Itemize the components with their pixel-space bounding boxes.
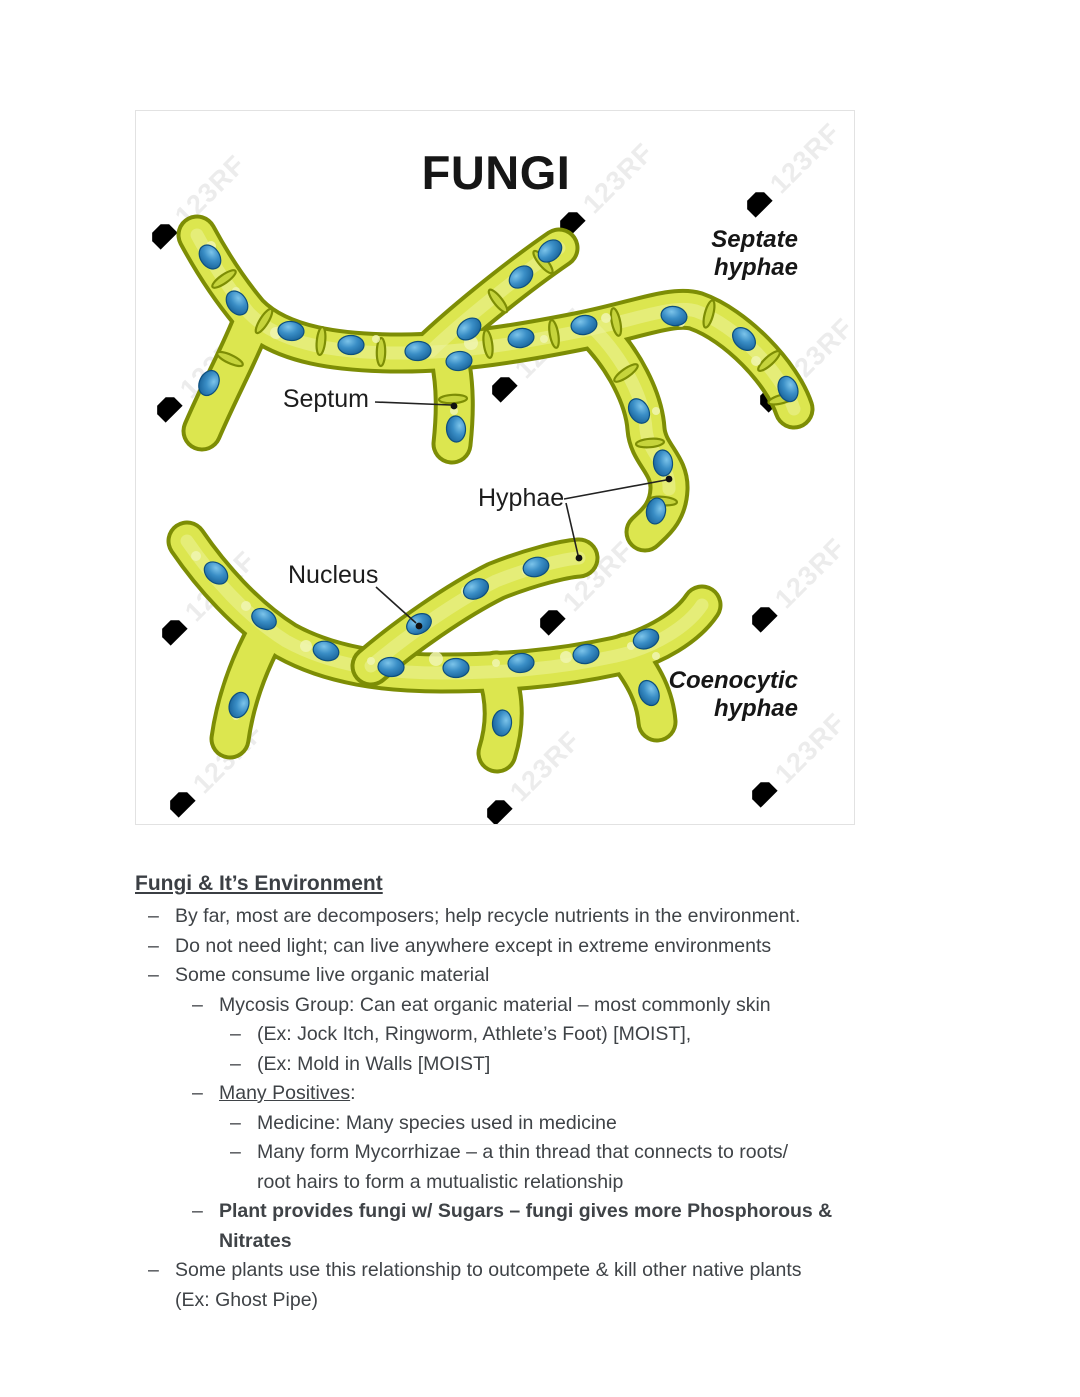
svg-text:123RF: 123RF [577, 137, 659, 219]
note-text: By far, most are decomposers; help recyc… [175, 905, 801, 927]
note-item: –Some consume live organic material [135, 961, 951, 991]
note-item: –Many form Mycorrhizae – a thin thread t… [135, 1138, 951, 1197]
svg-text:123RF: 123RF [169, 149, 251, 231]
bullet-dash: – [192, 1082, 203, 1104]
bullet-dash: – [230, 1111, 241, 1134]
svg-text:123RF: 123RF [764, 117, 846, 199]
fungi-diagram: 123RF 123RF 123RF 123RF 123RF 123RF 123R… [147, 117, 854, 824]
bullet-dash: – [230, 1052, 241, 1075]
coenocytic-hyphae-label: hyphae [714, 695, 798, 722]
bullet-dash: – [192, 993, 203, 1016]
nucleus-label: Nucleus [288, 561, 378, 589]
septum-pointer-dot [450, 402, 458, 410]
coenocytic-hyphae-label: Coenocytic [669, 667, 798, 694]
septum-label: Septum [283, 385, 369, 413]
note-item: –By far, most are decomposers; help recy… [135, 902, 951, 932]
septate-hyphae-label: hyphae [714, 254, 798, 281]
bullet-dash: – [148, 905, 159, 927]
note-item: –Some plants use this relationship to ou… [135, 1256, 951, 1315]
note-item: –Medicine: Many species used in medicine [135, 1109, 951, 1139]
nucleus-pointer-dot [415, 622, 423, 630]
bullet-dash: – [230, 1023, 241, 1045]
note-text: (Ex: Jock Itch, Ringworm, Athlete’s Foot… [257, 1023, 692, 1045]
watermark: 123RF [742, 117, 846, 218]
bullet-dash: – [148, 934, 159, 957]
figure-labels: FUNGI Septate hyphae Coenocytic hyphae S… [283, 146, 798, 722]
bullet-dash: – [148, 964, 159, 986]
note-item: –Many Positives: [135, 1079, 951, 1109]
note-text: Plant provides fungi w/ Sugars – fungi g… [219, 1200, 833, 1252]
hyphae-pointer-dot [665, 475, 673, 483]
bullet-dash: – [192, 1200, 203, 1222]
notes-list: –By far, most are decomposers; help recy… [135, 902, 951, 1315]
watermark: 123RF [747, 532, 851, 633]
note-text: Many Positives: [219, 1082, 356, 1104]
note-text: Many form Mycorrhizae – a thin thread th… [257, 1141, 789, 1193]
hyphae-label: Hyphae [478, 484, 564, 512]
note-item: –Mycosis Group: Can eat organic material… [135, 991, 951, 1021]
note-text: Some plants use this relationship to out… [175, 1259, 802, 1311]
note-text: Some consume live organic material [175, 964, 490, 986]
notes-heading: Fungi & It’s Environment [135, 872, 383, 895]
septate-hyphae-label: Septate [711, 226, 798, 253]
note-text: (Ex: Mold in Walls [MOIST] [257, 1052, 491, 1075]
watermark: 123RF [747, 707, 851, 808]
bullet-dash: – [148, 1259, 159, 1281]
svg-text:123RF: 123RF [769, 532, 851, 614]
notes-section: Fungi & It’s Environment –By far, most a… [135, 869, 951, 1315]
note-item: –(Ex: Jock Itch, Ringworm, Athlete’s Foo… [135, 1020, 951, 1050]
note-item: –Do not need light; can live anywhere ex… [135, 932, 951, 962]
hyphae-pointer-dot [575, 554, 583, 562]
note-item: –(Ex: Mold in Walls [MOIST] [135, 1050, 951, 1080]
bullet-dash: – [230, 1141, 241, 1163]
note-text: Mycosis Group: Can eat organic material … [219, 993, 771, 1016]
nuclei-group [198, 239, 799, 737]
coenocytic-hyphae-tubes [166, 520, 723, 774]
figure-title: FUNGI [422, 146, 571, 199]
note-text: Do not need light; can live anywhere exc… [175, 934, 772, 957]
note-text: Medicine: Many species used in medicine [257, 1111, 617, 1134]
fungi-figure: 123RF 123RF 123RF 123RF 123RF 123RF 123R… [135, 110, 855, 825]
note-item: –Plant provides fungi w/ Sugars – fungi … [135, 1197, 951, 1256]
